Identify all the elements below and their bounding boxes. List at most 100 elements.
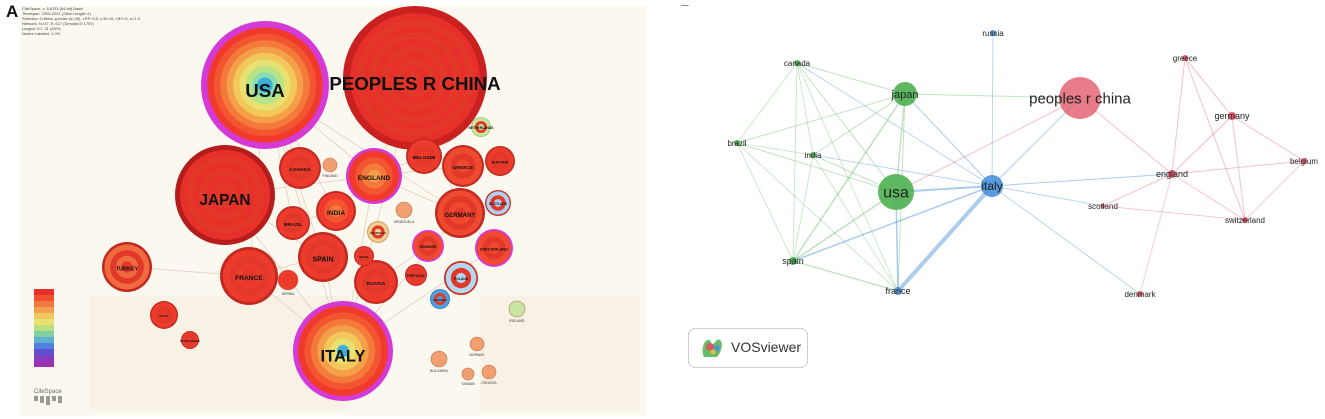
- small-node[interactable]: CROATIA: [481, 364, 497, 385]
- vosviewer-network: peoples r china usa japan italy russia canada…: [727, 29, 1318, 299]
- country-node[interactable]: switzerland: [1225, 216, 1265, 225]
- small-node[interactable]: SERBIA: [277, 269, 299, 296]
- citespace-network: FINLAND VENEZUELA SERBIA NORWAY IRELAND BULGA…: [34, 6, 640, 411]
- country-node[interactable]: russia: [982, 29, 1004, 38]
- country-node[interactable]: BELGIUM: [406, 138, 442, 174]
- country-node[interactable]: germany: [1214, 111, 1250, 121]
- country-node-label: BRAZIL: [284, 222, 302, 228]
- country-node[interactable]: EGYPT: [150, 301, 178, 329]
- country-node[interactable]: SLOVAKIA: [430, 289, 450, 309]
- country-node[interactable]: PEOPLES R CHINA: [329, 6, 501, 150]
- network-link: [1244, 160, 1305, 221]
- country-node[interactable]: AUSTRALIA: [367, 221, 389, 243]
- country-node[interactable]: japan: [891, 82, 919, 106]
- legend-swatch: [34, 331, 54, 337]
- network-link: [1171, 57, 1186, 175]
- small-node-label: SERBIA: [282, 292, 296, 296]
- country-node[interactable]: GREECE: [442, 145, 484, 187]
- country-node[interactable]: JAPAN: [175, 145, 275, 245]
- legend-swatch: [34, 301, 54, 307]
- country-node[interactable]: TURKEY: [102, 242, 152, 292]
- country-node[interactable]: scotland: [1088, 202, 1118, 211]
- link-layer: [736, 32, 1305, 295]
- small-node[interactable]: NORWAY: [469, 336, 485, 357]
- country-node[interactable]: canada: [784, 59, 811, 68]
- country-node-label: EGYPT: [159, 314, 169, 318]
- network-link: [1171, 160, 1305, 175]
- country-node-label: AUSTRIA: [491, 160, 508, 164]
- country-node-label: peoples r china: [1029, 90, 1131, 107]
- country-node-label: switzerland: [1225, 216, 1265, 225]
- country-node-label: AUSTRALIA: [370, 231, 386, 235]
- citespace-metadata: CiteSpace, v. 5.8.R3 (64-bit) Basic Time…: [22, 6, 140, 36]
- year-color-legend: [34, 289, 54, 367]
- country-node[interactable]: india: [805, 151, 822, 160]
- country-node-label: USA: [245, 80, 284, 101]
- small-node[interactable]: BULGARIA: [430, 350, 449, 373]
- country-node-label: RUSSIA: [367, 281, 386, 287]
- country-node[interactable]: greece: [1173, 54, 1198, 63]
- country-node[interactable]: PORTUGAL: [405, 264, 427, 286]
- country-node[interactable]: SWITZERLAND: [475, 229, 513, 267]
- small-node[interactable]: IRELAND: [508, 300, 526, 323]
- legend-swatch: [34, 337, 54, 343]
- vosviewer-map-panel: peoples r china usa japan italy russia canada…: [680, 6, 1325, 416]
- country-node[interactable]: england: [1156, 169, 1188, 179]
- country-node[interactable]: NETHERLANDS: [469, 117, 495, 137]
- country-node[interactable]: USA: [201, 21, 329, 149]
- country-node-label: ISRAEL: [359, 255, 369, 259]
- country-node[interactable]: italy: [981, 175, 1003, 197]
- network-link: [1102, 173, 1173, 207]
- country-node[interactable]: france: [885, 286, 910, 296]
- country-node[interactable]: spain: [782, 256, 804, 266]
- citespace-logo: CiteSpace: [34, 389, 62, 405]
- network-link: [1231, 115, 1305, 162]
- country-node[interactable]: INDIA: [316, 191, 356, 231]
- country-node-label: spain: [782, 256, 804, 266]
- small-node[interactable]: TAIWAN: [461, 367, 475, 386]
- country-node[interactable]: CANADA: [279, 147, 321, 189]
- country-node-label: SWITZERLAND: [480, 247, 508, 251]
- network-link: [896, 184, 994, 293]
- country-node[interactable]: brazil: [727, 139, 746, 148]
- country-node-label: CANADA: [289, 167, 311, 173]
- country-node[interactable]: ITALY: [293, 301, 393, 401]
- vosviewer-badge[interactable]: VOSviewer: [688, 328, 808, 368]
- country-node-label: SLOVAKIA: [433, 298, 447, 302]
- country-node[interactable]: SAUDI ARABIA: [180, 331, 200, 349]
- country-node[interactable]: ISRAEL: [354, 246, 374, 266]
- country-node[interactable]: GERMANY: [435, 188, 485, 238]
- country-node[interactable]: SCOTLAND: [485, 190, 511, 216]
- citespace-map-panel: CiteSpace, v. 5.8.R3 (64-bit) Basic Time…: [20, 6, 647, 416]
- country-node[interactable]: ENGLAND: [346, 148, 402, 204]
- country-node-label: NETHERLANDS: [469, 126, 495, 130]
- vosviewer-logo-icon: [702, 339, 722, 357]
- network-link: [736, 62, 798, 144]
- country-node[interactable]: RUSSIA: [354, 260, 398, 304]
- country-node-label: india: [805, 151, 822, 160]
- country-node[interactable]: DENMARK: [412, 230, 444, 262]
- country-node-label: ENGLAND: [358, 175, 391, 182]
- network-link: [736, 142, 814, 156]
- country-node[interactable]: belgium: [1290, 157, 1318, 166]
- small-node[interactable]: FINLAND: [323, 157, 338, 178]
- legend-swatch: [34, 319, 54, 325]
- country-node[interactable]: BRAZIL: [276, 206, 310, 240]
- country-node-label: GREECE: [453, 165, 475, 171]
- country-node[interactable]: usa: [878, 174, 914, 210]
- country-node[interactable]: AUSTRIA: [485, 146, 515, 176]
- network-link: [895, 97, 1081, 193]
- network-link: [796, 62, 906, 95]
- country-node-label: SPAIN: [312, 256, 333, 264]
- country-node[interactable]: SPAIN: [298, 232, 348, 282]
- country-node[interactable]: POLAND: [444, 261, 478, 295]
- small-node[interactable]: VENEZUELA: [394, 201, 415, 224]
- network-link: [991, 173, 1173, 187]
- network-link: [991, 32, 994, 187]
- small-node-label: NORWAY: [469, 353, 485, 357]
- country-node-label: DENMARK: [420, 245, 437, 249]
- country-node-label: PEOPLES R CHINA: [329, 73, 500, 94]
- country-node[interactable]: peoples r china: [1029, 77, 1132, 119]
- country-node[interactable]: FRANCE: [220, 247, 278, 305]
- country-node[interactable]: denmark: [1124, 290, 1156, 299]
